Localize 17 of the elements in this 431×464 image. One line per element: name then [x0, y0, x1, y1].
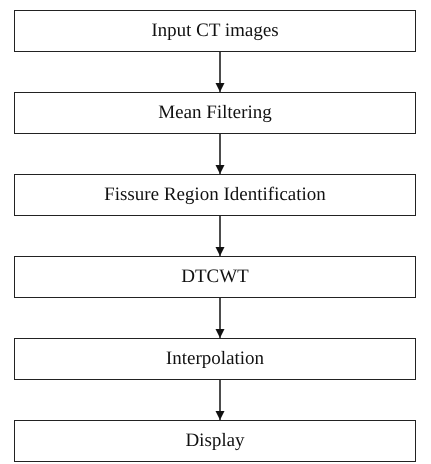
box-label: Display	[185, 430, 245, 452]
box-label: Mean Filtering	[158, 102, 272, 124]
box-label: DTCWT	[181, 266, 249, 288]
arrow	[216, 134, 224, 174]
arrow	[216, 216, 224, 256]
box-label: Interpolation	[166, 348, 264, 370]
box-label: Fissure Region Identification	[104, 184, 326, 206]
arrow	[216, 298, 224, 338]
process-box	[14, 92, 416, 134]
arrow	[216, 52, 224, 92]
process-box	[14, 10, 416, 52]
arrow	[216, 380, 224, 420]
box-label: Input CT images	[151, 20, 279, 42]
process-box	[14, 338, 416, 380]
process-box	[14, 174, 416, 216]
process-box	[14, 256, 416, 298]
process-box	[14, 420, 416, 462]
